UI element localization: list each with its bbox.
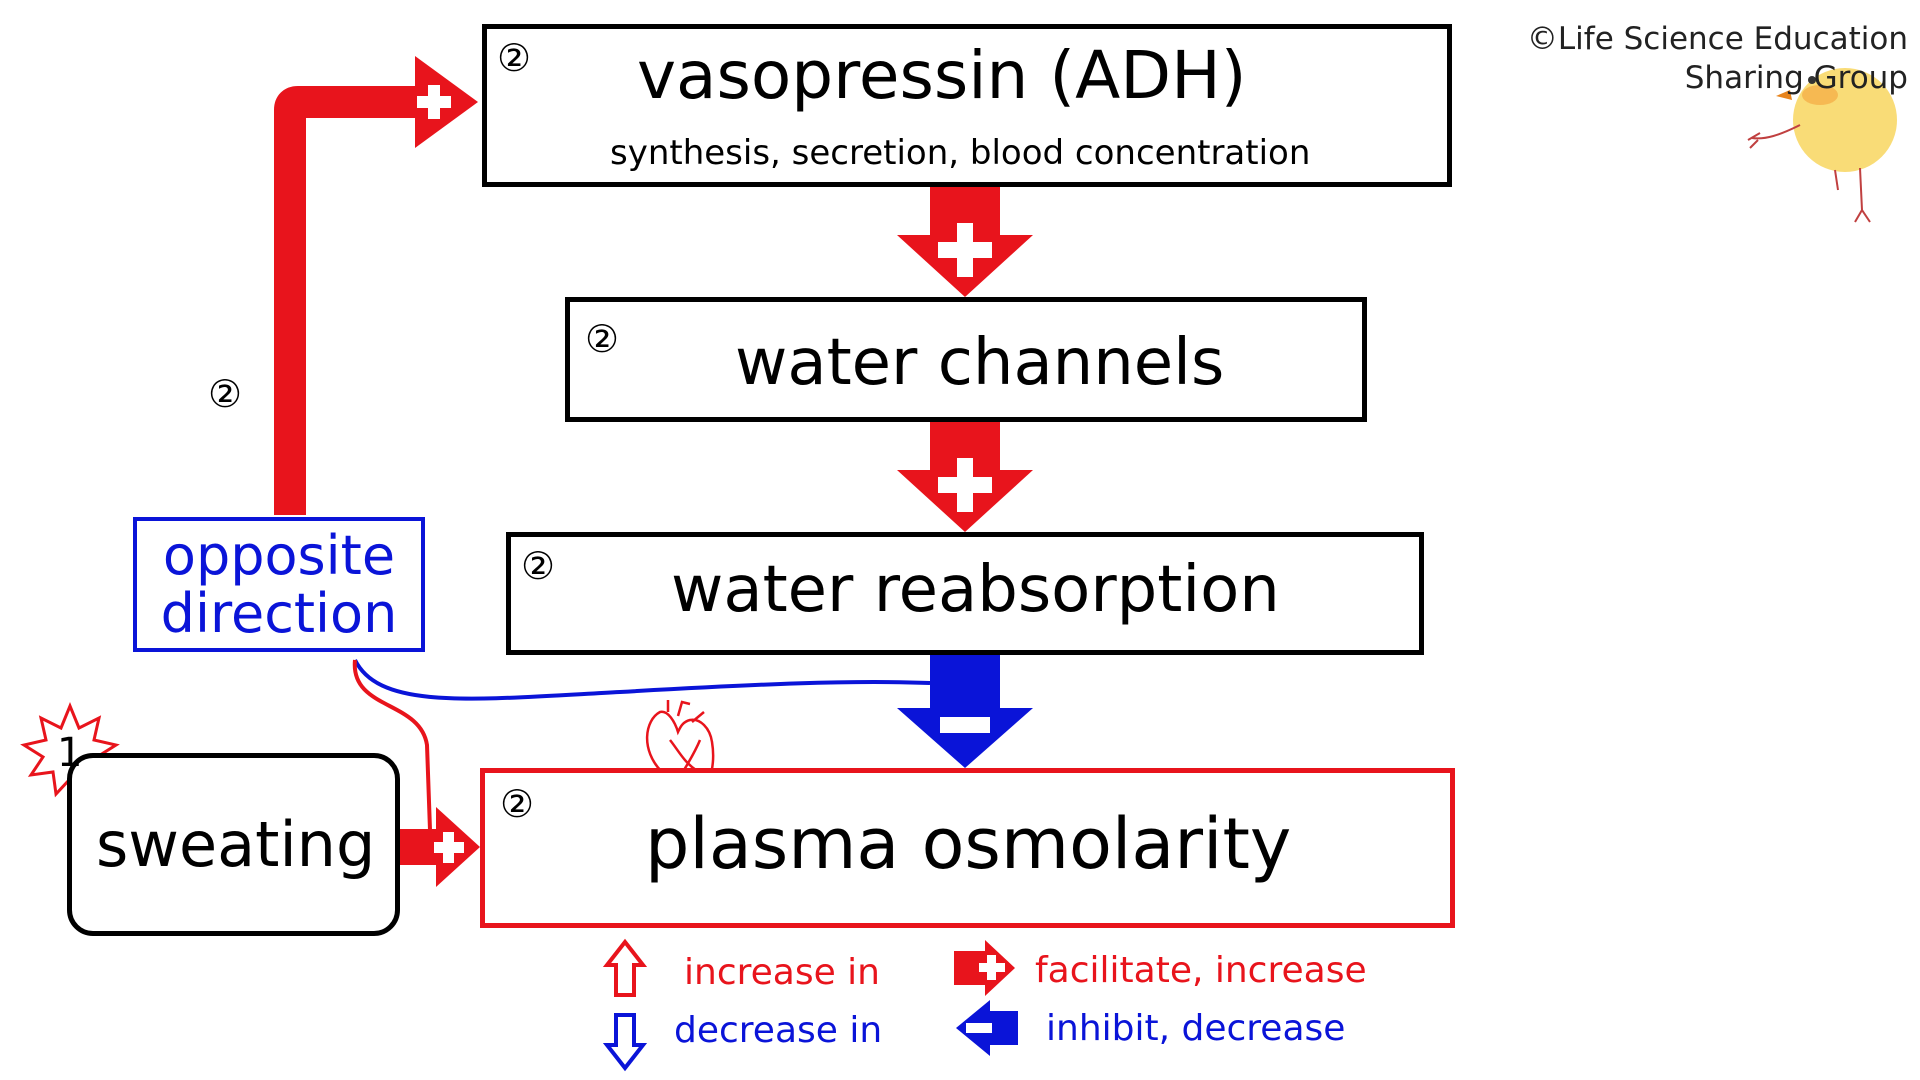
facilitate-arrow-1 — [897, 187, 1033, 297]
vasopressin-box: ② vasopressin (ADH) synthesis, secretion… — [482, 24, 1452, 187]
feedback-step-number: ② — [208, 372, 243, 416]
water-reabsorption-title: water reabsorption — [671, 553, 1280, 627]
vasopressin-title: vasopressin (ADH) — [637, 37, 1247, 114]
water-channels-title: water channels — [735, 326, 1225, 400]
red-connector-line — [352, 659, 432, 831]
copyright-line1: ©Life Science Education — [1526, 21, 1908, 57]
plasma-osmolarity-title: plasma osmolarity — [645, 803, 1292, 885]
opposite-direction-line2: direction — [160, 582, 398, 645]
opposite-direction-line1: opposite — [162, 524, 396, 587]
inhibit-arrow — [897, 655, 1033, 768]
sweating-facilitate-arrow — [396, 807, 480, 887]
step-number: ② — [585, 317, 620, 361]
water-channels-box: ② water channels — [565, 297, 1367, 422]
step-number: ② — [521, 544, 556, 588]
blue-connector-line — [353, 659, 931, 701]
legend-decrease-label: decrease in — [674, 1010, 883, 1051]
legend-inhibit-label: inhibit, decrease — [1046, 1008, 1346, 1049]
sweating-title: sweating — [96, 808, 376, 881]
copyright-line2: Sharing Group — [1684, 60, 1908, 96]
sweating-box: sweating — [67, 753, 400, 936]
legend-down-arrow-icon — [602, 1013, 648, 1072]
legend-up-arrow-icon — [602, 938, 648, 997]
opposite-direction-box: opposite direction — [133, 517, 425, 652]
legend-inhibit-icon — [956, 1000, 1018, 1056]
water-reabsorption-box: ② water reabsorption — [506, 532, 1424, 655]
plasma-osmolarity-box: ② plasma osmolarity — [480, 768, 1455, 928]
step-number: ② — [500, 782, 535, 826]
chick-illustration — [1747, 68, 1897, 223]
legend-facilitate-label: facilitate, increase — [1035, 950, 1367, 991]
sweating-step-number: 1 — [57, 730, 83, 776]
feedback-path-arrow — [274, 56, 478, 515]
facilitate-arrow-2 — [897, 422, 1033, 532]
copyright: ©Life Science Education Sharing Group — [1527, 20, 1908, 98]
legend-increase-label: increase in — [684, 952, 880, 993]
step-number: ② — [497, 36, 532, 80]
vasopressin-subtitle: synthesis, secretion, blood concentratio… — [610, 133, 1311, 173]
legend-facilitate-icon — [954, 940, 1015, 996]
